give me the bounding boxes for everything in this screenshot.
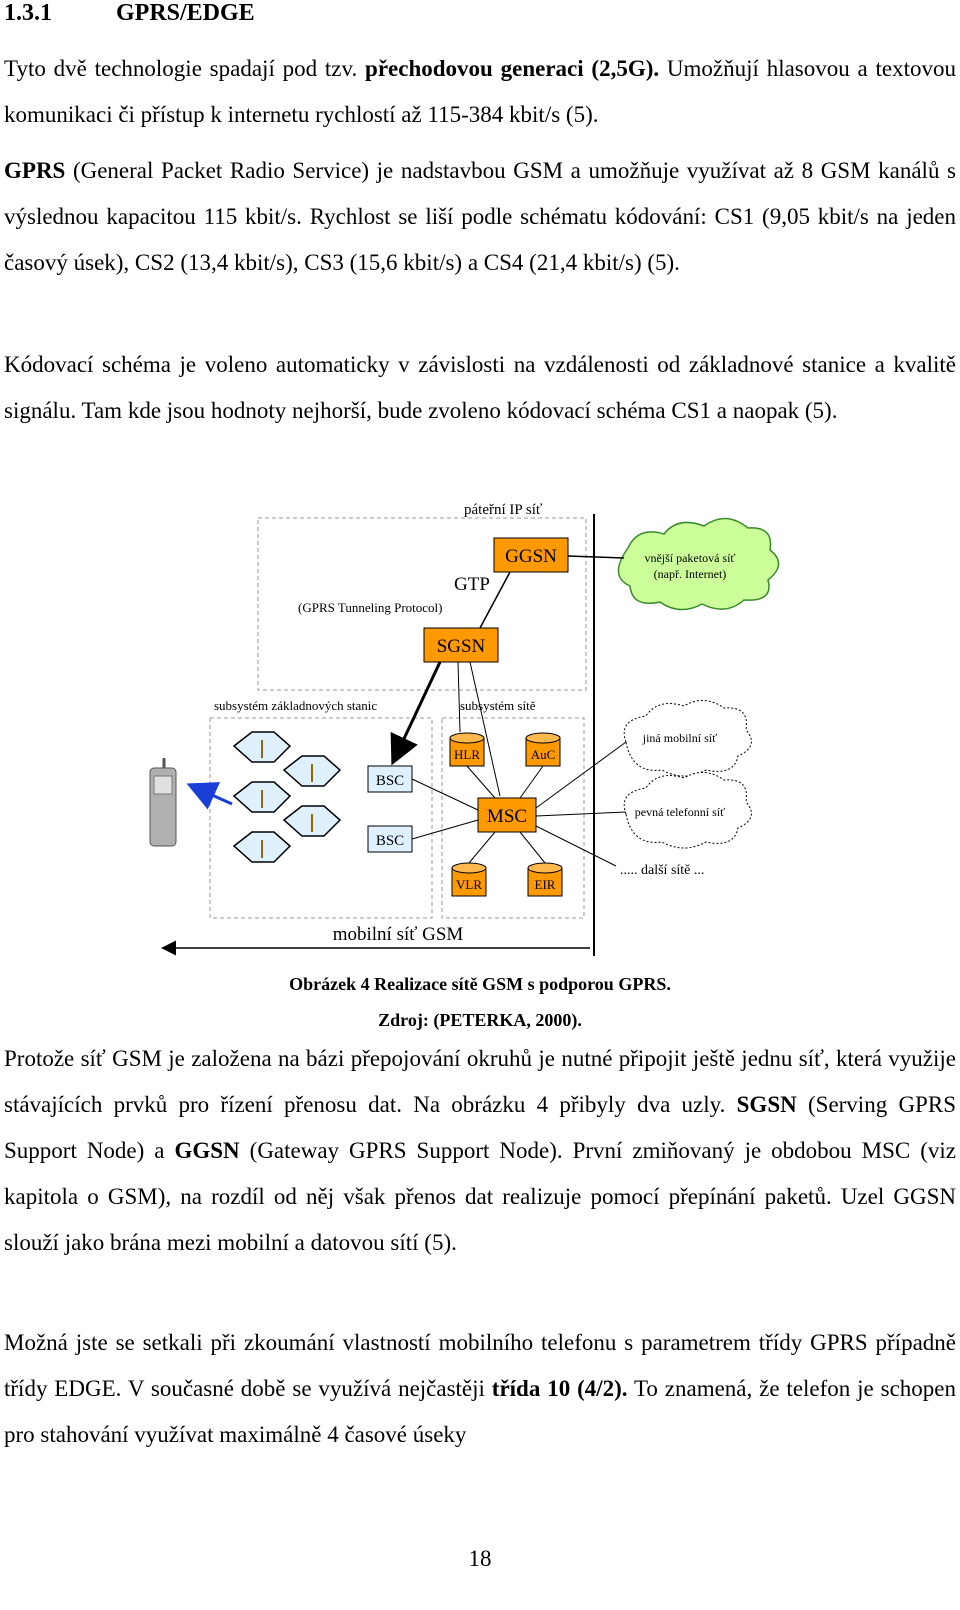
msc-vlr-link [468, 831, 496, 864]
cell-hexagons [232, 731, 342, 863]
ggsn-node [493, 537, 569, 573]
text-span: (General Packet Radio Service) je nadsta… [4, 158, 956, 275]
bsc1-msc-link [411, 778, 479, 811]
ggsn-label: GGSN [505, 546, 557, 567]
bss-label: subsystém základnových stanic [214, 698, 377, 713]
other-mobile-cloud [623, 700, 752, 777]
more-nets-label: ..... další sítě ... [620, 863, 704, 878]
sgsn-bsc1-arrow [390, 661, 442, 766]
antenna-towers [261, 740, 313, 858]
hlr-node: HLR [449, 732, 485, 767]
msc-node [477, 797, 537, 833]
vlr-label: VLR [456, 877, 482, 892]
section-heading: 1.3.1 GPRS/EDGE [4, 0, 255, 26]
sgsn-hlr-link [457, 661, 461, 733]
bold-term: třída 10 (4/2). [491, 1376, 628, 1401]
paragraph-gprs-class: Možná jste se setkali při zkoumání vlast… [4, 1320, 956, 1458]
bold-term: přechodovou generaci (2,5G). [365, 56, 660, 81]
text-span: Kódovací schéma je voleno automaticky v … [4, 352, 956, 423]
section-title: GPRS/EDGE [116, 0, 255, 26]
text-span: Protože síť GSM je založena na bázi přep… [4, 1046, 956, 1117]
page-number: 18 [468, 1546, 492, 1571]
auc-label: AuC [531, 747, 556, 762]
msc-label: MSC [487, 806, 527, 827]
vlr-node: VLR [451, 862, 487, 897]
gsm-label: mobilní síť GSM [333, 924, 464, 945]
nss-label: subsystém sítě [460, 698, 536, 713]
bsc2-msc-link [411, 819, 479, 840]
text-span: Umožňují hlasovou a textovou komunikaci … [4, 56, 957, 127]
msc-eir-link [519, 831, 546, 864]
msc-fixed-link [535, 811, 627, 817]
backbone-label: páteřní IP síť [464, 502, 543, 518]
paragraph-intro: Tyto dvě technologie spadají pod tzv. př… [4, 46, 956, 138]
backbone-area [257, 517, 587, 691]
paragraph-gprs: GPRS (General Packet Radio Service) je n… [4, 148, 956, 286]
external-net-label-2: (např. Internet) [654, 567, 727, 581]
fixed-net-label: pevná telefonní síť [635, 805, 725, 819]
hlr-label: HLR [454, 747, 480, 762]
figure-source: Zdroj: (PETERKA, 2000). [378, 1010, 582, 1030]
other-mobile-label: jiná mobilní síť [642, 731, 717, 745]
external-net-cloud [617, 517, 780, 611]
sgsn-node [423, 627, 499, 663]
nss-area [441, 717, 585, 919]
auc-node: AuC [525, 732, 561, 767]
gsm-gprs-network-diagram: páteřní IP síť GGSN GTP (GPRS Tunneling … [149, 502, 780, 956]
ggsn-sgsn-link [479, 571, 511, 629]
text-span: (Serving GPRS Support Node) a [4, 1092, 956, 1163]
eir-node: EIR [527, 862, 563, 897]
external-net-label-1: vnější paketová síť [644, 551, 735, 565]
msc-hlr-link [466, 765, 496, 799]
bold-term: SGSN [736, 1092, 797, 1117]
text-span: To znamená, že telefon je schopen pro st… [4, 1376, 956, 1447]
text-span: Tyto dvě technologie spadají pod tzv. [4, 56, 366, 81]
bold-term: GPRS [4, 158, 66, 183]
bold-term: GGSN [174, 1138, 240, 1163]
gtp-label: GTP [454, 574, 490, 595]
figure-caption: Obrázek 4 Realizace sítě GSM s podporou … [289, 974, 671, 994]
bsc1-node [367, 765, 413, 793]
section-number: 1.3.1 [4, 0, 52, 26]
fixed-net-cloud [623, 772, 752, 849]
text-span: (Gateway GPRS Support Node). První zmiňo… [4, 1138, 956, 1255]
text-span: Možná jste se setkali při zkoumání vlast… [4, 1330, 956, 1401]
msc-auc-link [519, 765, 544, 799]
bsc1-label: BSC [376, 773, 404, 789]
msc-other-mobile-link [535, 741, 627, 809]
mobile-phone [149, 758, 177, 847]
gtp-full-label: (GPRS Tunneling Protocol) [298, 600, 442, 615]
paragraph-coding-scheme: Kódovací schéma je voleno automaticky v … [4, 342, 956, 434]
sgsn-label: SGSN [437, 636, 486, 657]
msc-links [411, 741, 627, 867]
eir-label: EIR [535, 877, 556, 892]
bsc2-label: BSC [376, 833, 404, 849]
paragraph-sgsn-ggsn: Protože síť GSM je založena na bázi přep… [4, 1036, 956, 1266]
bss-area [209, 717, 433, 919]
sgsn-msc-link [469, 661, 501, 797]
msc-more-link [535, 825, 617, 867]
bsc2-node [367, 825, 413, 853]
radio-link-arrow [186, 782, 233, 810]
ggsn-external-link [567, 555, 625, 559]
